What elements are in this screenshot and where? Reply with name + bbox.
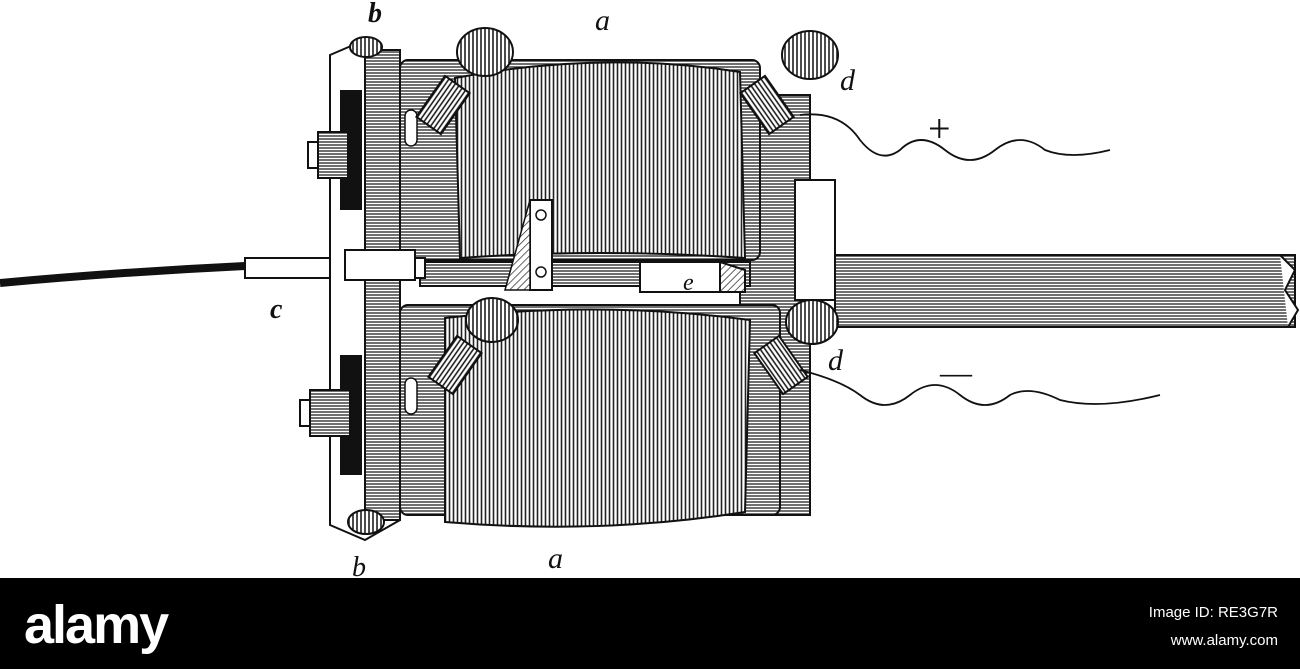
lower-coil	[399, 304, 781, 528]
alamy-logo: alamy	[24, 595, 169, 655]
stock-photo-banner	[0, 578, 1300, 669]
label-minus: —	[939, 354, 973, 390]
label-plus: +	[928, 106, 951, 151]
label-e: e	[683, 270, 694, 296]
label-d-top: d	[840, 64, 856, 97]
electromagnet-diagram: a a b b c d d e + —	[0, 0, 1300, 578]
label-c: c	[270, 294, 283, 325]
thumbscrew-bottom-left	[426, 297, 519, 396]
left-nut-top	[307, 131, 349, 179]
thumbscrew-bottom-right	[752, 299, 839, 396]
armature-e	[419, 199, 751, 293]
label-d-bottom: d	[828, 344, 844, 377]
thumbscrew-top-left	[414, 27, 514, 136]
lead-wire-negative	[799, 369, 1161, 406]
label-a-bottom: a	[548, 542, 563, 575]
label-b-bottom: b	[352, 552, 366, 578]
illustration: a a b b c d d e + —	[0, 0, 1300, 578]
image-id-text: Image ID: RE3G7R	[1148, 604, 1278, 621]
thumbscrew-top-right	[738, 30, 839, 136]
lead-wire-positive	[799, 113, 1111, 161]
site-url-text: www.alamy.com	[1170, 632, 1278, 649]
screw-b-top	[349, 36, 383, 58]
screw-b-bottom	[347, 509, 385, 535]
rod-right	[834, 254, 1300, 328]
left-nut-bottom	[299, 389, 351, 437]
label-b-top: b	[368, 0, 382, 29]
label-a-top: a	[595, 4, 610, 37]
